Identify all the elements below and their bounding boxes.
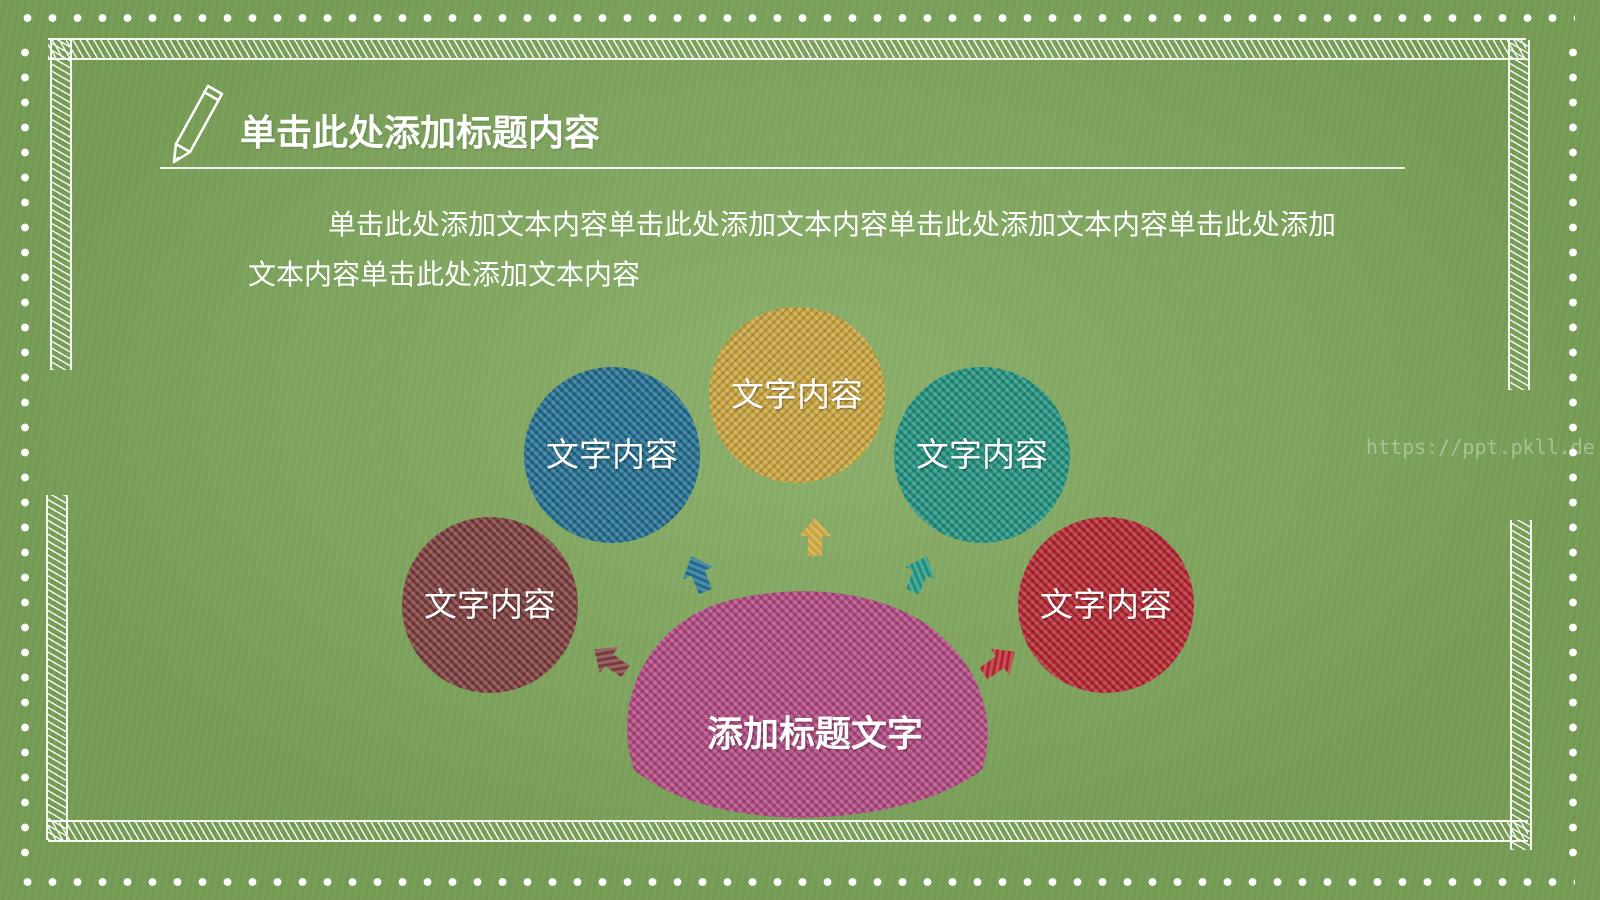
frame-right-upper [1508, 40, 1530, 390]
center-dome-texture [627, 591, 988, 818]
frame-left-upper [50, 40, 72, 370]
arrow-2 [676, 550, 721, 598]
bottom-dot-border [15, 877, 1575, 887]
frame-right-lower [1510, 520, 1532, 850]
node-label-4[interactable]: 文字内容 [916, 435, 1048, 474]
arrow-5 [974, 638, 1024, 687]
node-circle-texture [524, 367, 700, 543]
watermark-text: https://ppt.pkll.de [1366, 435, 1595, 459]
right-dot-border [1568, 40, 1578, 860]
pencil-icon [172, 84, 224, 164]
node-circle-texture [1018, 517, 1194, 693]
node-label-3[interactable]: 文字内容 [731, 375, 863, 414]
arrow-3 [799, 518, 831, 556]
node-label-1[interactable]: 文字内容 [424, 585, 556, 624]
node-label-5[interactable]: 文字内容 [1040, 585, 1172, 624]
top-dot-border [15, 13, 1575, 23]
frame-left-lower [46, 495, 68, 840]
arrow-4 [897, 550, 942, 598]
body-text[interactable]: 单击此处添加文本内容单击此处添加文本内容单击此处添加文本内容单击此处添加文本内容… [248, 208, 1337, 291]
node-circle-texture [402, 517, 578, 693]
title-underline [160, 167, 1405, 169]
slide-title[interactable]: 单击此处添加标题内容 [240, 113, 601, 154]
left-dot-border [20, 40, 30, 860]
frame-bottom [48, 820, 1528, 842]
node-circle-texture [894, 367, 1070, 543]
node-label-2[interactable]: 文字内容 [546, 435, 678, 474]
frame-top [48, 38, 1526, 60]
arrow-1 [585, 636, 635, 685]
node-circle-texture [709, 307, 885, 483]
center-label[interactable]: 添加标题文字 [706, 714, 923, 755]
